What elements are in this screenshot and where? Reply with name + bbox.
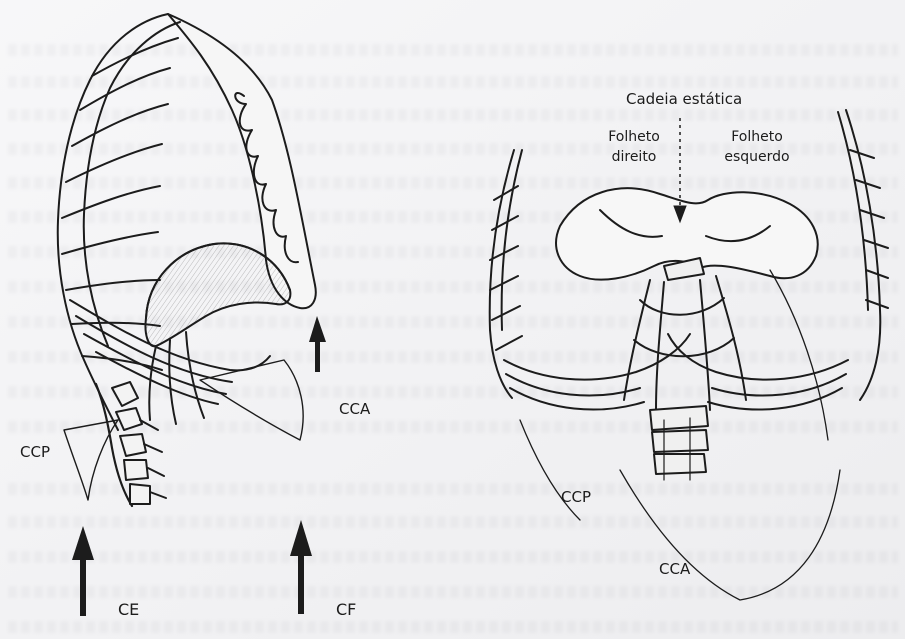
label-folheto-esquerdo-line2: esquerdo: [722, 150, 792, 164]
label-folheto-esquerdo-line1: Folheto: [722, 130, 792, 144]
label-folheto-direito-line1: Folheto: [604, 130, 664, 144]
label-ccp-left: CCP: [20, 445, 50, 460]
label-ccp-right: CCP: [561, 490, 591, 505]
label-folheto-esquerdo: Folheto esquerdo: [722, 130, 792, 164]
label-folheto-direito-line2: direito: [604, 150, 664, 164]
label-folheto-direito: Folheto direito: [604, 130, 664, 164]
label-cf: CF: [336, 602, 356, 618]
label-ce: CE: [118, 602, 139, 618]
label-cca-left: CCA: [339, 402, 370, 417]
label-cca-right: CCA: [659, 562, 690, 577]
label-cadeia-estatica: Cadeia estática: [626, 92, 742, 107]
